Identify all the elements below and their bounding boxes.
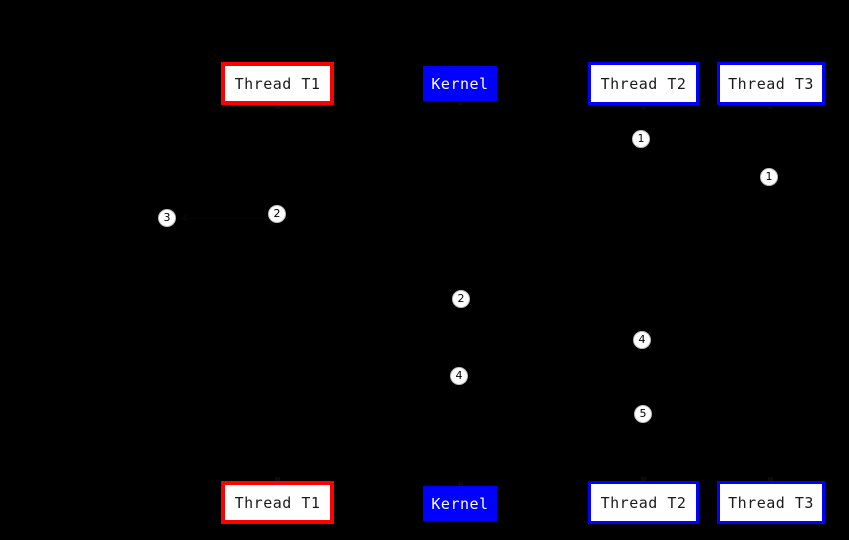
lifeline-tick-bottom	[458, 482, 463, 486]
step-marker-1: 1	[760, 168, 778, 186]
participant-box-kernel-top[interactable]: Kernel	[423, 66, 497, 101]
lifeline-tick-bottom	[768, 477, 773, 481]
lifeline-thread-t3	[770, 105, 771, 481]
participant-box-thread-t3-bottom[interactable]: Thread T3	[717, 481, 825, 524]
participant-label: Thread T1	[234, 493, 321, 512]
message-arrow-2	[180, 218, 277, 219]
step-marker-1: 1	[632, 130, 650, 148]
step-marker-2: 2	[452, 290, 470, 308]
participant-label: Thread T2	[600, 74, 687, 93]
lifeline-tick-top	[768, 105, 773, 109]
message-arrowhead-2	[180, 214, 187, 222]
participant-box-thread-t2-top[interactable]: Thread T2	[588, 62, 699, 105]
message-arrowhead-3	[270, 220, 277, 228]
participant-box-thread-t3-top[interactable]: Thread T3	[717, 62, 825, 105]
participant-label: Thread T3	[728, 74, 814, 93]
lifeline-tick-top	[641, 105, 646, 109]
step-marker-5: 5	[634, 405, 652, 423]
participant-label: Kernel	[431, 494, 489, 513]
participant-box-thread-t1-bottom[interactable]: Thread T1	[221, 481, 334, 524]
lifeline-tick-bottom	[275, 477, 280, 481]
participant-box-thread-t2-bottom[interactable]: Thread T2	[588, 481, 699, 524]
lifeline-thread-t1	[277, 105, 278, 481]
participant-box-thread-t1-top[interactable]: Thread T1	[221, 62, 334, 105]
lifeline-tick-top	[275, 105, 280, 109]
participant-label: Kernel	[431, 74, 489, 93]
step-marker-3: 3	[158, 209, 176, 227]
participant-label: Thread T2	[600, 493, 687, 512]
step-marker-4: 4	[450, 367, 468, 385]
lifeline-tick-bottom	[641, 477, 646, 481]
participant-box-kernel-bottom[interactable]: Kernel	[423, 486, 497, 521]
participant-label: Thread T3	[728, 493, 814, 512]
participant-label: Thread T1	[234, 74, 321, 93]
lifeline-thread-t2	[643, 105, 644, 481]
message-arrow-3	[277, 224, 278, 225]
step-marker-4: 4	[633, 331, 651, 349]
step-marker-2: 2	[268, 205, 286, 223]
lifeline-tick-top	[458, 101, 463, 105]
